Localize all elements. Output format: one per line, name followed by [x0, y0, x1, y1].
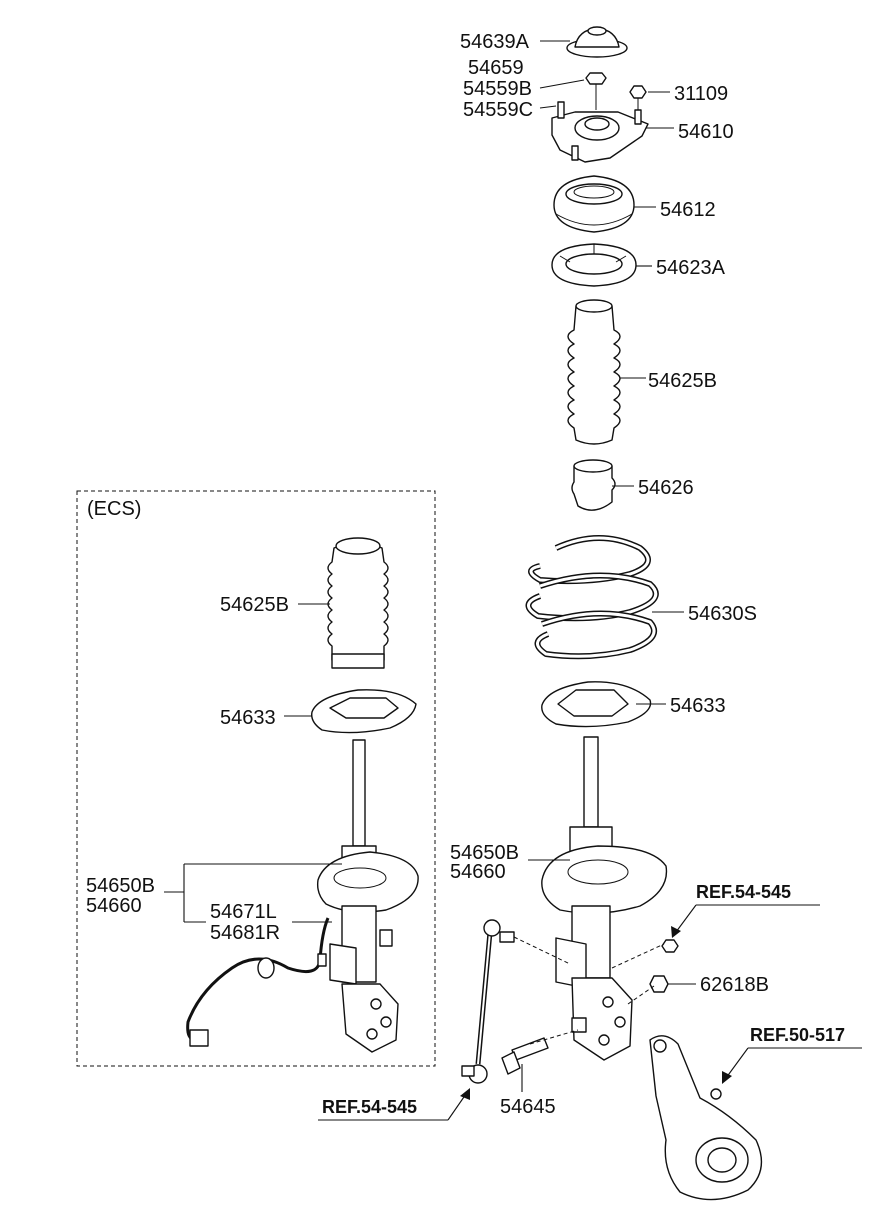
strut-assembly-part[interactable] [541, 736, 668, 1061]
ref-label-54-545-bottom[interactable]: REF.54-545 [322, 1097, 417, 1117]
part-labels: 54639A 54659 54559B 54559C 31109 54610 5… [86, 31, 845, 1118]
label-31109: 31109 [674, 83, 728, 105]
ecs-strut-assembly-part[interactable] [316, 739, 419, 1053]
leader-lines [164, 40, 862, 1121]
label-ecs-54625B: 54625B [220, 594, 289, 616]
label-ecs-54671L: 54671L [210, 901, 277, 923]
label-54645: 54645 [500, 1096, 556, 1118]
ecs-dust-boot-part[interactable] [327, 537, 389, 669]
label-ecs-54681R: 54681R [210, 922, 280, 944]
label-54650B: 54650B [450, 842, 519, 864]
dust-cap-part[interactable] [566, 26, 628, 58]
strut-bolt-part[interactable] [501, 1037, 549, 1075]
label-62618B: 62618B [700, 974, 769, 996]
label-54633: 54633 [670, 695, 726, 717]
label-54610: 54610 [678, 121, 734, 143]
lower-spring-pad-part[interactable] [541, 681, 652, 728]
label-ecs-54650B: 54650B [86, 875, 155, 897]
dust-boot-part[interactable] [567, 299, 621, 445]
label-54559C: 54559C [463, 99, 533, 121]
projection-lines [513, 936, 665, 1045]
coil-spring-part[interactable] [525, 535, 659, 660]
label-54623A: 54623A [656, 257, 726, 279]
label-54559B: 54559B [463, 78, 532, 100]
label-54660: 54660 [450, 861, 506, 883]
strut-mount-part[interactable] [551, 101, 649, 163]
strut-nut-part[interactable] [649, 975, 669, 993]
lock-nut-part[interactable] [585, 72, 607, 110]
bump-stopper-part[interactable] [571, 459, 616, 511]
label-54626: 54626 [638, 477, 694, 499]
ecs-spring-pad-part[interactable] [311, 689, 417, 734]
link-nut-part[interactable] [661, 939, 679, 953]
strut-bearing-part[interactable] [553, 175, 635, 233]
ecs-label: (ECS) [87, 498, 141, 520]
label-54659: 54659 [468, 57, 524, 79]
steering-knuckle-part[interactable] [649, 1035, 763, 1201]
ecs-variant-box: (ECS) [76, 490, 436, 1067]
label-ecs-54633: 54633 [220, 707, 276, 729]
stabilizer-link-part[interactable] [461, 919, 515, 1084]
ref-label-50-517[interactable]: REF.50-517 [750, 1025, 845, 1045]
label-ecs-54660: 54660 [86, 895, 142, 917]
upper-spring-seat-part[interactable] [551, 243, 637, 287]
label-54639A: 54639A [460, 31, 530, 53]
label-54612: 54612 [660, 199, 716, 221]
label-54630S: 54630S [688, 603, 757, 625]
ref-label-54-545-top[interactable]: REF.54-545 [696, 882, 791, 902]
ecs-sensor-wire-part[interactable] [186, 917, 330, 1047]
label-54625B: 54625B [648, 370, 717, 392]
